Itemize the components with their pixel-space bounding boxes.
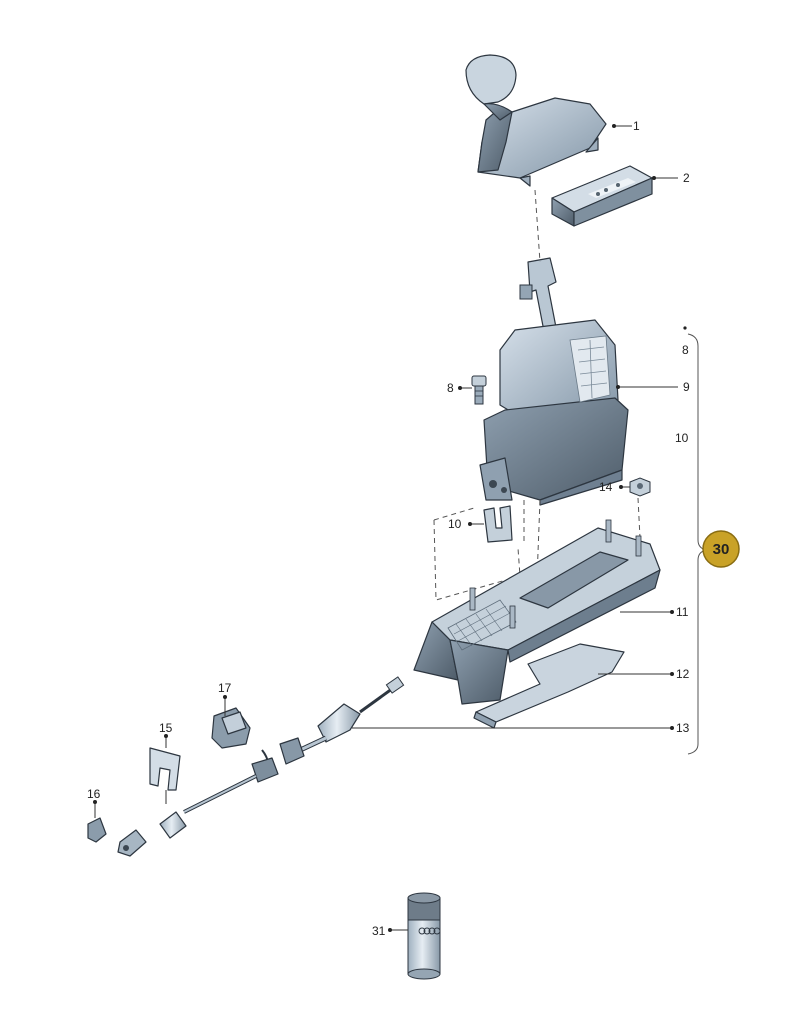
callout-10-clip: 10: [448, 517, 462, 531]
callout-1: 1: [633, 119, 640, 133]
callout-8-top: 8: [682, 343, 689, 357]
part-17-bracket: [211, 707, 251, 749]
part-13-selector-cable: [117, 676, 405, 857]
part-1-gear-knob: [465, 54, 607, 187]
callout-labels: 1 2 8 8 9 10 10 14 11 12 13 17 15 16 31: [87, 119, 690, 938]
callout-11: 11: [676, 605, 689, 619]
callout-31: 31: [372, 924, 386, 938]
part-9-selector-mechanism: [479, 319, 629, 506]
callout-2: 2: [683, 171, 690, 185]
callout-15: 15: [159, 721, 173, 735]
callout-12: 12: [676, 667, 690, 681]
assembly-guide-lines: [433, 189, 641, 606]
part-14-nut: [629, 477, 651, 497]
part-31-grease-tube: [407, 892, 441, 980]
callout-8-screw: 8: [447, 381, 454, 395]
callout-17: 17: [218, 681, 232, 695]
assembly-badge: 30: [702, 530, 740, 568]
assembly-badge-number: 30: [713, 541, 730, 558]
callout-13: 13: [676, 721, 690, 735]
part-16-bracket-clip: [87, 817, 107, 843]
part-10-clip: [483, 505, 513, 543]
callout-14: 14: [599, 480, 613, 494]
part-2-selector-cover: [551, 165, 653, 227]
part-15-retaining-clip: [149, 747, 181, 791]
callout-9: 9: [683, 380, 690, 394]
callout-10-right: 10: [675, 431, 689, 445]
part-11-base-frame: [413, 519, 661, 705]
part-12-seal-pad: [473, 643, 625, 729]
callout-16: 16: [87, 787, 101, 801]
leader-lines: [93, 124, 687, 932]
part-8-screw: [471, 375, 487, 405]
